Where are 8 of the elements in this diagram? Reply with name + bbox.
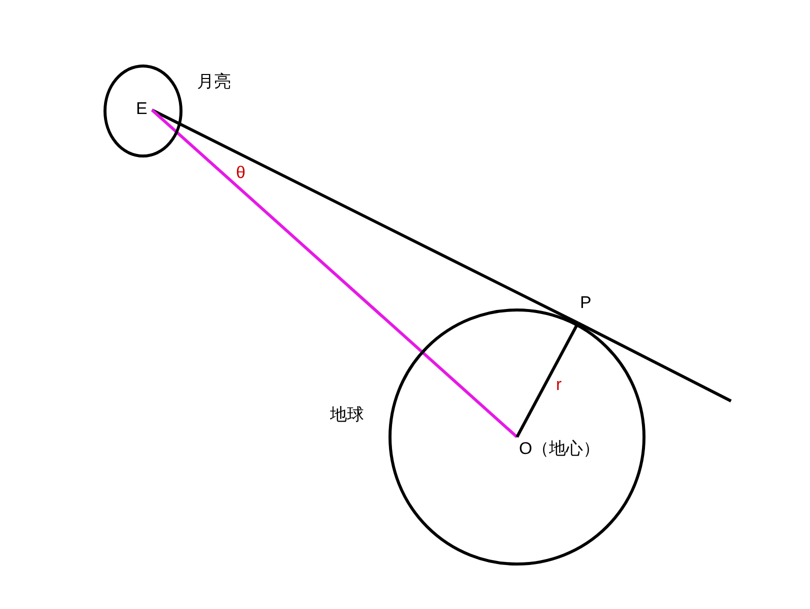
- body-label: 地球: [330, 405, 364, 425]
- point-label: E: [134, 99, 152, 121]
- body-label: 月亮: [197, 72, 231, 92]
- line-segment: [516, 322, 580, 438]
- line-segment: [151, 108, 518, 438]
- line-segment: [151, 108, 579, 324]
- point-label: O（地心）: [517, 437, 607, 459]
- point-label: P: [578, 293, 600, 323]
